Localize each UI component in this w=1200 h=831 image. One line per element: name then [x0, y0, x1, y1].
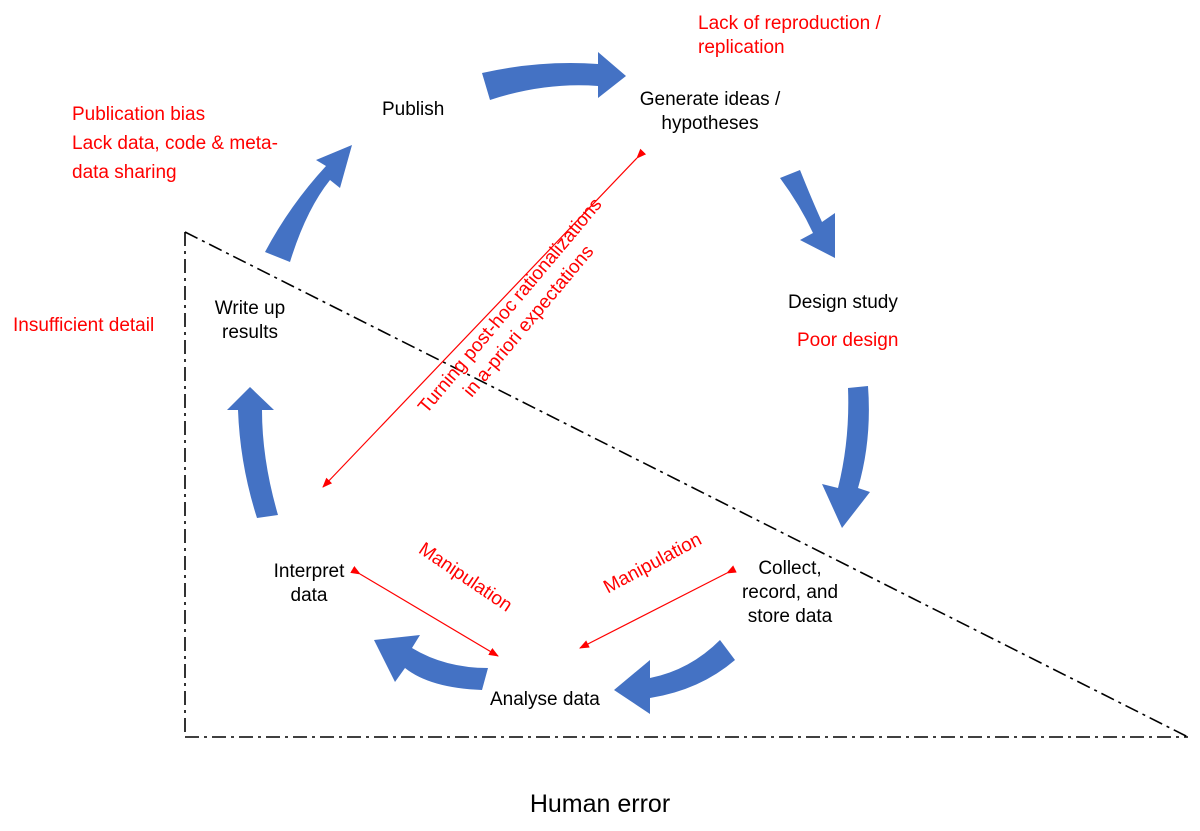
stage-collect-line-1: Collect, [758, 558, 822, 579]
arrow-interpret-to-writeup [227, 387, 278, 518]
stage-generate-line-2: hypotheses [661, 113, 759, 134]
arrow-collect-to-analyse [614, 640, 735, 714]
stage-interpret-line-2: data [290, 585, 328, 606]
stage-writeup-line-2: results [222, 322, 278, 343]
stage-analyse-data: Analyse data [490, 689, 600, 710]
issue-publication-bias: Publication bias Lack data, code & meta-… [72, 100, 278, 187]
stage-design-study: Design study [788, 292, 898, 313]
red-double-arrows [322, 148, 737, 657]
harking-arrow [322, 148, 647, 488]
issue-replication-line-2: replication [698, 37, 785, 58]
issue-publication-line-2: Lack data, code & meta- [72, 133, 278, 154]
arrow-analyse-to-interpret [374, 635, 488, 690]
issue-replication-line-1: Lack of reproduction / [698, 13, 881, 34]
stage-collect-data: Collect, record, and store data [735, 557, 845, 629]
stage-collect-line-3: store data [747, 606, 833, 627]
stage-write-up-results: Write up results [200, 297, 300, 345]
stage-interpret-line-1: Interpret [273, 561, 345, 582]
arrow-design-to-collect [822, 386, 870, 528]
issue-publication-line-1: Publication bias [72, 104, 206, 125]
stage-generate-ideas: Generate ideas / hypotheses [620, 88, 800, 136]
human-error-triangle [184, 231, 1189, 738]
manipulation-right-arrow [579, 565, 737, 649]
arrow-generate-to-design [780, 170, 835, 258]
stage-generate-line-1: Generate ideas / [639, 89, 781, 110]
arrow-publish-to-generate [482, 52, 626, 100]
stage-collect-line-2: record, and [741, 582, 839, 603]
issue-lack-of-replication: Lack of reproduction / replication [698, 12, 881, 60]
manipulation-left-arrow [350, 565, 499, 657]
stage-interpret-data: Interpret data [262, 560, 356, 608]
stage-writeup-line-1: Write up [214, 298, 286, 319]
stage-publish: Publish [382, 99, 445, 120]
issue-publication-line-3: data sharing [72, 162, 177, 183]
issue-poor-design: Poor design [797, 330, 899, 351]
arrow-writeup-to-publish [265, 145, 352, 262]
issue-insufficient-detail: Insufficient detail [13, 315, 155, 336]
human-error-caption: Human error [529, 790, 671, 818]
